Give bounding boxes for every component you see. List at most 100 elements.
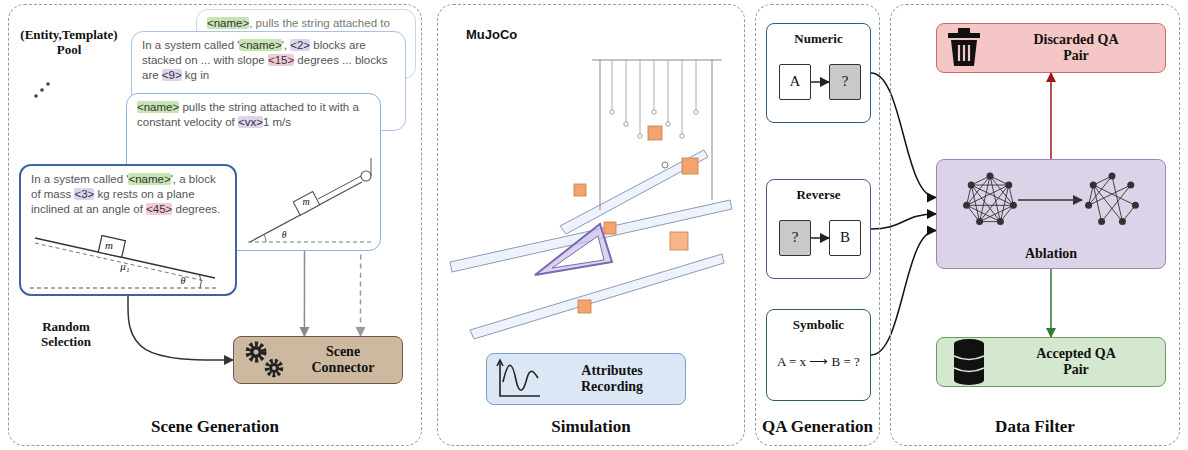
node-label: Symbolic [793,318,844,333]
text-run: Numeric [794,31,842,46]
network-edge [1093,176,1112,185]
text-run: Attributes Recording [581,363,643,394]
network-icon [963,173,1139,226]
network-edge [967,176,990,205]
pulley-figure [248,158,374,242]
stage-panel: Discarded QA PairAblationAccepted QA Pai… [890,4,1180,446]
network-edge [1122,205,1135,221]
network-node [1109,173,1116,180]
network-edge [967,205,1001,221]
stage-title: QA Generation [762,417,873,437]
slot-highlight: <9> [162,69,182,81]
slot-highlight: <vx> [238,116,263,128]
network-edge [1093,185,1122,222]
network-edge [971,185,1009,186]
incline-figure [30,236,218,288]
network-edge [1009,185,1014,205]
chart-icon [497,360,540,396]
text-run: Symbolic [793,317,844,332]
network-node [963,202,970,209]
recording-box: Attributes Recording [486,353,686,405]
network-edge [1089,176,1112,205]
stage-panel: <name>, pulls the string attached toIn a… [8,4,422,446]
text-run: Scene Connector [312,344,375,375]
text-run: A = x ⟶ B = ? [777,354,860,369]
text-run: A [790,73,801,89]
rod-bob [694,110,698,114]
value-box: ? [829,64,861,100]
template-card: In a system called '<name>', a block of … [19,164,237,296]
text-run: B [840,229,850,245]
rod-line [696,60,697,110]
text-run: 1 m/s [263,116,291,128]
database-icon [954,339,984,385]
network-edge [1112,176,1122,222]
stage-panel: A? Numeric? B ReverseSymbolic A = x ⟶ B = ? Q… [755,4,880,446]
network-edge [990,176,1009,185]
network-edge [1000,205,1013,221]
node-label: Scene Connector [295,344,391,376]
network-node [1005,182,1012,189]
flow-connector [811,81,829,83]
text-run: Accepted QA Pair [1036,346,1116,377]
rod-line [668,60,669,122]
text-run: QA Generation [762,417,873,436]
network-node [1098,218,1105,225]
network-node [968,182,975,189]
network-node [1085,202,1092,209]
text-run: In a system called ' [142,39,239,51]
network-node [1119,218,1126,225]
ablation-box: Ablation [936,159,1166,269]
rod-bob [652,110,656,114]
value-box: ? [779,220,811,256]
network-node [1090,182,1097,189]
rod-line [612,60,613,110]
flow-connector [871,231,936,356]
network-node [1132,202,1139,209]
ablation-arrow [1018,199,1082,201]
text-run: degrees. [172,203,220,215]
network-edge [1102,185,1131,222]
network-node [1127,182,1134,189]
node-label: Attributes Recording [557,363,667,395]
slot-highlight: <name> [128,173,170,185]
node-label: ? [792,229,799,246]
text-run: Ablation [1025,246,1077,261]
node-label: Reverse [796,188,840,203]
network-edge [967,185,1009,205]
network-node [997,218,1004,225]
text-run: ? [842,73,849,89]
slot-highlight: <3> [74,188,94,200]
template-text: In a system called '<name>', a block of … [31,172,225,217]
network-edge [1089,185,1131,205]
rod-line [626,60,627,122]
qa-type-box: Symbolic A = x ⟶ B = ? [766,309,871,401]
network-edge [1093,185,1101,222]
qa-type-box: A? Numeric [766,23,871,123]
accept-box: Accepted QA Pair [936,337,1166,387]
network-edge [967,185,972,205]
network-edge [990,176,1000,222]
text-run: ', [282,39,291,51]
network-edge [971,185,979,222]
stage-panel: Attributes RecordingSimulation [437,4,745,446]
ellipsis-dots [34,82,50,98]
engine-label: MuJoCo [466,28,556,43]
flow-connector [871,73,936,198]
network-edge [971,185,1000,222]
slot-highlight: <2> [290,39,310,51]
rod-bob [624,122,628,126]
network-node [976,218,983,225]
value-box: A [779,64,811,100]
node-label: A = x ⟶ B = ? [777,355,860,370]
slot-highlight: <name> [137,101,179,113]
slot-highlight: <15> [268,54,294,66]
flow-connector [811,237,829,239]
node-label: Numeric [794,32,842,47]
step-label: Random Selection [16,320,116,350]
rod-bob [610,110,614,114]
network-edge [967,205,980,221]
network-edge [1000,185,1008,222]
network-edge [990,176,1013,205]
